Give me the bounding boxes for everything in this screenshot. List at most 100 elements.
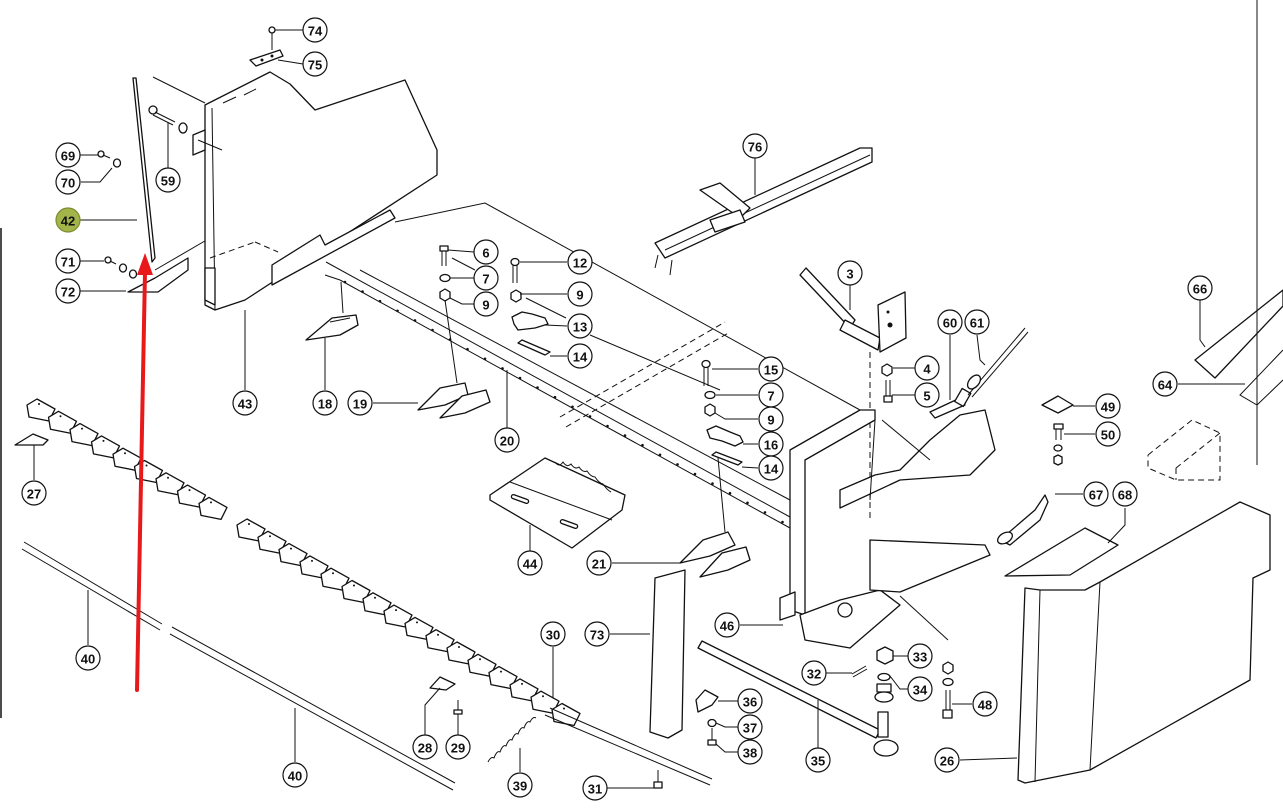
part-67-latch[interactable] [996,494,1049,546]
callout-46[interactable]: 46 [714,612,740,638]
part-43-side-panel[interactable] [192,71,438,311]
callout-40[interactable]: 40 [75,645,101,671]
callout-35[interactable]: 35 [805,747,831,773]
part-13-plate[interactable] [511,311,549,331]
callout-60[interactable]: 60 [937,309,963,335]
callout-43[interactable]: 43 [232,390,258,416]
part-3-bracket[interactable] [799,267,907,353]
callout-36[interactable]: 36 [737,688,763,714]
part-64-angle[interactable] [1239,0,1283,465]
knife-sections-upper[interactable] [26,398,228,521]
callout-70[interactable]: 70 [55,169,81,195]
part-70-washer[interactable] [112,158,122,168]
part-38-screw[interactable] [707,728,717,746]
part-71-screw[interactable] [104,256,138,279]
callout-42[interactable]: 42 [55,207,81,233]
part-44-skid-plate[interactable] [489,457,626,549]
part-29-rivet[interactable] [453,700,463,715]
callout-66[interactable]: 66 [1187,275,1213,301]
part-6-bolt[interactable] [439,245,449,266]
callout-32[interactable]: 32 [801,660,827,686]
part-48-nut[interactable] [942,661,954,675]
callout-37[interactable]: 37 [737,714,763,740]
callout-30[interactable]: 30 [540,621,566,647]
callout-6[interactable]: 6 [473,239,499,265]
part-50-bolt[interactable] [1053,423,1064,466]
callout-44[interactable]: 44 [517,550,543,576]
part-7-washer[interactable] [439,273,451,283]
callout-38[interactable]: 38 [737,739,763,765]
part-48-washer[interactable] [942,677,954,687]
callout-21[interactable]: 21 [586,550,612,576]
part-60-latch[interactable] [929,387,972,419]
part-16-plate[interactable] [706,425,744,447]
part-73-tube[interactable] [649,569,686,739]
part-34-seal[interactable] [874,672,894,703]
part-14-shim[interactable] [517,339,551,356]
callout-49[interactable]: 49 [1095,393,1121,419]
callout-3[interactable]: 3 [837,260,863,286]
callout-76[interactable]: 76 [742,133,768,159]
part-15-bolt[interactable] [701,359,711,387]
callout-28[interactable]: 28 [412,734,438,760]
part-74-screw[interactable] [268,26,276,50]
callout-26[interactable]: 26 [934,747,960,773]
part-26-housing[interactable] [1017,501,1271,784]
part-76-crossbar[interactable] [654,147,873,276]
part-59-bolt[interactable] [148,105,188,134]
part-28-plate[interactable] [429,676,456,691]
callout-61[interactable]: 61 [964,309,990,335]
part-9-nut-b[interactable] [510,289,522,303]
callout-9[interactable]: 9 [567,281,593,307]
part-66-strip[interactable] [1194,289,1283,379]
callout-13[interactable]: 13 [567,313,593,339]
part-35-pitman-arm[interactable] [697,640,899,757]
callout-9[interactable]: 9 [473,291,499,317]
part-32-cotter-pin[interactable] [851,665,868,678]
part-75-plate[interactable] [249,49,284,67]
part-4-nut[interactable] [881,363,893,377]
part-9-nut-c[interactable] [704,403,716,417]
part-40-rod-right[interactable] [169,626,456,791]
callout-14[interactable]: 14 [567,343,593,369]
part-18-knife-guard[interactable] [305,281,359,341]
callout-48[interactable]: 48 [972,691,998,717]
part-72-divider-point[interactable] [127,237,211,293]
callout-9[interactable]: 9 [758,406,784,432]
part-9-nut[interactable] [439,288,451,302]
callout-71[interactable]: 71 [55,248,81,274]
callout-68[interactable]: 68 [1112,481,1138,507]
callout-50[interactable]: 50 [1095,421,1121,447]
part-14-shim-b[interactable] [711,451,743,466]
callout-74[interactable]: 74 [302,17,328,43]
part-39-spring[interactable] [487,717,537,763]
callout-40[interactable]: 40 [282,762,308,788]
part-12-bolt[interactable] [510,257,520,284]
part-36-plate[interactable] [695,689,719,713]
callout-34[interactable]: 34 [907,676,933,702]
part-49-plate[interactable] [1041,395,1074,414]
part-21-double-guard[interactable] [679,457,751,578]
callout-5[interactable]: 5 [914,382,940,408]
part-33-castle-nut[interactable] [876,646,894,665]
part-19-double-guard[interactable] [417,299,491,419]
callout-64[interactable]: 64 [1152,371,1178,397]
callout-29[interactable]: 29 [445,734,471,760]
callout-15[interactable]: 15 [758,356,784,382]
callout-69[interactable]: 69 [55,142,81,168]
callout-7[interactable]: 7 [758,382,784,408]
part-37-washer[interactable] [707,718,717,728]
callout-75[interactable]: 75 [302,51,328,77]
knife-sections-lower[interactable] [236,518,581,727]
part-5-bolt[interactable] [883,380,893,403]
callout-20[interactable]: 20 [494,427,520,453]
part-30-knife-back[interactable] [544,707,713,786]
callout-31[interactable]: 31 [582,775,608,801]
callout-4[interactable]: 4 [914,355,940,381]
callout-73[interactable]: 73 [584,621,610,647]
callout-12[interactable]: 12 [567,249,593,275]
callout-7[interactable]: 7 [473,265,499,291]
part-69-screw[interactable] [97,150,111,159]
part-27-section[interactable] [14,433,49,446]
part-42-divider-blade[interactable] [132,76,206,263]
